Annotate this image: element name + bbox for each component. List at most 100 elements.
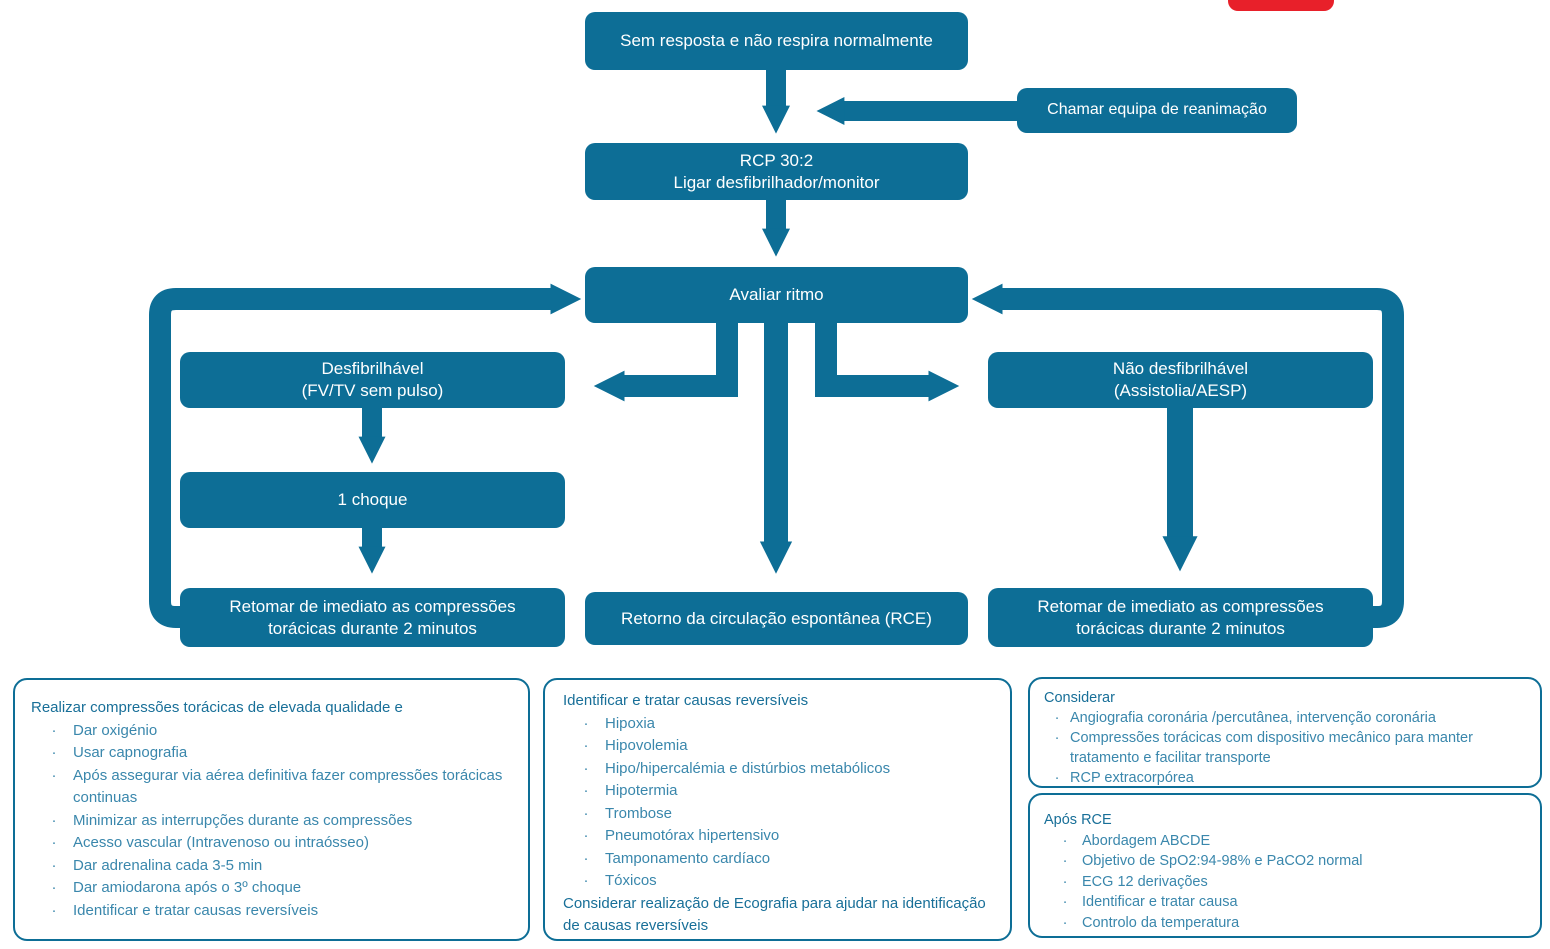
list-item: · Após assegurar via aérea definitiva fa… [31,765,512,810]
list-item-text: Dar adrenalina cada 3-5 min [73,856,263,874]
list-item-text: Hipo/hipercalémia e distúrbios metabólic… [605,759,891,777]
info-causes-header: Identificar e tratar causas reversíveis [563,692,809,709]
list-item: · Objetivo de SpO2:94-98% e PaCO2 normal [1044,851,1526,872]
list-item-text: Tóxicos [605,872,657,889]
list-item: · Controlo da temperatura [1044,913,1526,934]
list-item: · Identificar e tratar causa [1044,892,1526,913]
box-call-resus-team: Chamar equipa de reanimação [1017,88,1297,133]
box-rosc: Retorno da circulação espontânea (RCE) [585,592,968,645]
box-resume-compressions-right: Retomar de imediato as compressões torác… [988,588,1373,647]
shockable-line2: (FV/TV sem pulso) [301,381,444,400]
bullet-dot: · [1062,894,1068,910]
bullet-dot: · [51,766,57,784]
list-item: · Dar oxigénio [31,720,512,743]
list-item-text: Hipotermia [605,782,678,799]
resume-left-line1: Retomar de imediato as compressões [229,596,516,616]
box-cpr-30-2: RCP 30:2 Ligar desfibrilhador/monitor [585,143,968,200]
info-consider-header: Considerar [1044,690,1115,706]
info-causes-list: · Hipoxia · Hipovolemia · Hipo/hipercalé… [563,713,994,893]
bullet-dot: · [51,721,57,739]
list-item: · Acesso vascular (Intravenoso ou intraó… [31,832,512,855]
list-item: · Identificar e tratar causas reversívei… [31,900,512,923]
list-item: · Tóxicos [563,870,994,893]
bullet-dot: · [51,811,57,829]
shockable-line1: Desfibrilhável [321,359,424,379]
box-resume-compressions-left: Retomar de imediato as compressões torác… [180,588,565,647]
non-shockable-line2: (Assistolia/AESP) [1113,381,1248,400]
box-shockable: Desfibrilhável (FV/TV sem pulso) [180,352,565,408]
list-item: · Pneumotórax hipertensivo [563,825,994,848]
info-box-after-rosc: Após RCE · Abordagem ABCDE · Objetivo de… [1028,793,1542,938]
list-item-text: Controlo da temperatura [1082,914,1240,931]
list-item-text: Tamponamento cardíaco [605,849,771,867]
list-item-text: Objetivo de SpO2:94-98% e PaCO2 normal [1082,853,1363,869]
info-box-reversible-causes: Identificar e tratar causas reversíveis … [543,678,1012,941]
box-one-shock: 1 choque [180,472,565,528]
box-no-response: Sem resposta e não respira normalmente [585,12,968,70]
bullet-dot: · [583,714,589,732]
list-item-text: Minimizar as interrupções durante as com… [73,811,413,829]
list-item: · ECG 12 derivações [1044,872,1526,893]
box-non-shockable: Não desfibrilhável (Assistolia/AESP) [988,352,1373,408]
bullet-dot: · [583,849,589,867]
list-item-text: Usar capnografia [73,744,188,761]
box-call-resus-team-label: Chamar equipa de reanimação [1047,101,1267,119]
box-assess-rhythm-label: Avaliar ritmo [729,285,824,305]
bullet-dot: · [583,782,589,799]
list-item-text: Abordagem ABCDE [1082,832,1211,849]
loop-right-resume-to-assess [971,283,1404,628]
bullet-dot: · [583,827,589,844]
resume-right-line1: Retomar de imediato as compressões [1037,596,1324,616]
resume-left-line2: torácicas durante 2 minutos [268,618,477,638]
loop-left-resume-to-assess [149,283,582,628]
arrow-assess-to-shockable [593,323,738,402]
list-item: · Compressões torácicas com dispositivo … [1044,728,1526,768]
info-causes-footer: Considerar realização de Ecografia para … [563,894,986,935]
info-quality-list: · Dar oxigénio · Usar capnografia · Após… [31,720,512,923]
list-item-text: Identificar e tratar causa [1082,894,1238,910]
list-item-text: Angiografia coronária /percutânea, inter… [1070,710,1436,726]
bullet-dot: · [583,737,589,754]
list-item-text: Dar oxigénio [73,721,158,739]
info-after-list: · Abordagem ABCDE · Objetivo de SpO2:94-… [1044,831,1526,934]
bullet-dot: · [583,872,589,889]
box-rosc-label: Retorno da circulação espontânea (RCE) [621,608,932,628]
list-item-text: Pneumotórax hipertensivo [605,827,780,844]
arrow-assess-to-nonshockable [815,323,960,402]
box-assess-rhythm: Avaliar ritmo [585,267,968,323]
info-box-quality-cpr: Realizar compressões torácicas de elevad… [13,678,530,941]
list-item: · Usar capnografia [31,742,512,765]
list-item-text: Identificar e tratar causas reversíveis [73,901,319,919]
bullet-dot: · [1054,730,1060,746]
info-box-consider: Considerar · Angiografia coronária /perc… [1028,677,1542,788]
list-item: · Hipoxia [563,713,994,736]
list-item: · Abordagem ABCDE [1044,831,1526,852]
bullet-dot: · [51,744,57,761]
bullet-dot: · [1062,853,1068,869]
bullet-dot: · [51,834,57,851]
bullet-dot: · [1054,770,1060,786]
clipped-red-tab[interactable] [1228,0,1334,11]
bullet-dot: · [1062,873,1068,890]
cpr-line2: Ligar desfibrilhador/monitor [673,172,880,192]
bullet-dot: · [1062,832,1068,849]
info-quality-header: Realizar compressões torácicas de elevad… [31,699,403,716]
list-item: · Hipovolemia [563,735,994,758]
list-item-text: Hipoxia [605,714,656,732]
list-item: · Tamponamento cardíaco [563,848,994,871]
cpr-line1: RCP 30:2 [739,150,814,170]
bullet-dot: · [1054,710,1060,726]
bullet-dot: · [51,901,57,919]
resume-right-line2: torácicas durante 2 minutos [1076,618,1285,638]
list-item: · Trombose [563,803,994,826]
list-item: · Dar amiodarona após o 3º choque [31,877,512,900]
list-item: · RCP extracorpórea [1044,768,1526,788]
list-item-text: ECG 12 derivações [1082,873,1208,890]
bullet-dot: · [583,759,589,777]
bullet-dot: · [1062,914,1068,931]
list-item: · Minimizar as interrupções durante as c… [31,810,512,833]
list-item-text: Acesso vascular (Intravenoso ou intraóss… [73,834,369,851]
bullet-dot: · [583,804,589,822]
list-item-text: Dar amiodarona após o 3º choque [73,879,302,896]
